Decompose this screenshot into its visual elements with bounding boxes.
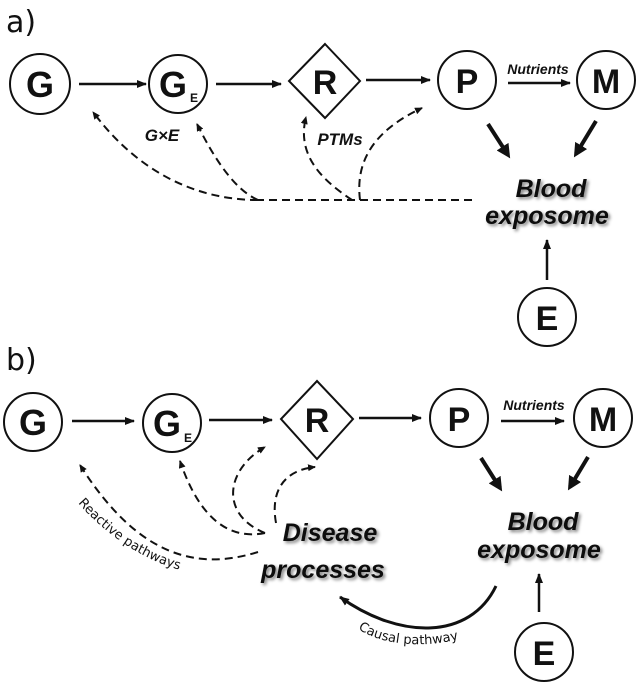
nutrients-label: Nutrients <box>503 397 565 413</box>
panel-a-label: a) <box>6 5 36 40</box>
causal-pathway-label: Causal pathway <box>356 620 460 649</box>
panel-a: a) G G E R P Nutrients M <box>6 5 636 347</box>
node-g: G <box>9 53 71 115</box>
node-e-label: E <box>533 635 556 673</box>
reactive-pathways-label: Reactive pathways <box>75 496 183 574</box>
node-p: P <box>437 50 497 110</box>
node-e: E <box>514 622 574 682</box>
blood-exposome-line1: Blood <box>516 175 588 203</box>
dashed-to-p <box>358 107 423 201</box>
node-r: R <box>287 42 362 120</box>
node-e-label: E <box>536 300 559 338</box>
arrow-m-to-blood <box>567 455 590 491</box>
node-e: E <box>517 287 577 347</box>
blood-exposome: Blood exposome <box>485 175 609 230</box>
node-ge: G E <box>148 54 208 114</box>
disease-processes-line1: Disease <box>283 519 378 547</box>
dashed-to-r-bottom <box>273 464 316 524</box>
dashed-to-r-left <box>232 446 266 534</box>
arrow-p-to-blood <box>479 456 503 492</box>
node-ge-subscript: E <box>184 431 192 445</box>
nutrients-label: Nutrients <box>507 61 569 77</box>
dashed-to-g <box>79 464 259 561</box>
arrow-m-to-blood <box>573 119 598 158</box>
node-ge-label: G <box>153 403 181 444</box>
node-r-label: R <box>305 402 330 440</box>
node-ge-subscript: E <box>190 91 198 105</box>
dashed-to-ge <box>178 460 266 536</box>
gxe-label: G×E <box>145 126 180 145</box>
node-r: R <box>279 379 355 461</box>
disease-processes: Disease processes <box>260 519 385 584</box>
arrow-p-to-blood <box>486 122 511 159</box>
node-p-label: P <box>448 401 471 439</box>
ptms-label: PTMs <box>317 130 362 149</box>
node-g-label: G <box>26 64 54 105</box>
panel-b: b) G G E R P Nutrients M Bl <box>3 343 633 682</box>
blood-exposome-line2: exposome <box>485 202 609 230</box>
node-m: M <box>573 388 633 448</box>
node-ge: G E <box>142 393 202 453</box>
blood-exposome: Blood exposome <box>477 508 601 564</box>
causal-pathway-text: Causal pathway <box>356 620 460 649</box>
node-m-label: M <box>592 63 620 101</box>
blood-exposome-line1: Blood <box>508 508 580 536</box>
node-m-label: M <box>589 401 617 439</box>
node-g: G <box>3 392 63 452</box>
node-m: M <box>576 50 636 110</box>
reactive-pathways-text: Reactive pathways <box>75 496 183 574</box>
blood-exposome-line2: exposome <box>477 536 601 564</box>
node-r-label: R <box>313 64 338 102</box>
node-p: P <box>429 388 489 448</box>
dashed-to-ge <box>196 123 259 201</box>
node-p-label: P <box>456 63 479 101</box>
node-ge-label: G <box>159 64 187 105</box>
node-g-label: G <box>19 402 47 443</box>
causal-pathway-arrow <box>339 585 498 630</box>
disease-processes-line2: processes <box>260 556 385 584</box>
panel-b-label: b) <box>6 343 37 378</box>
